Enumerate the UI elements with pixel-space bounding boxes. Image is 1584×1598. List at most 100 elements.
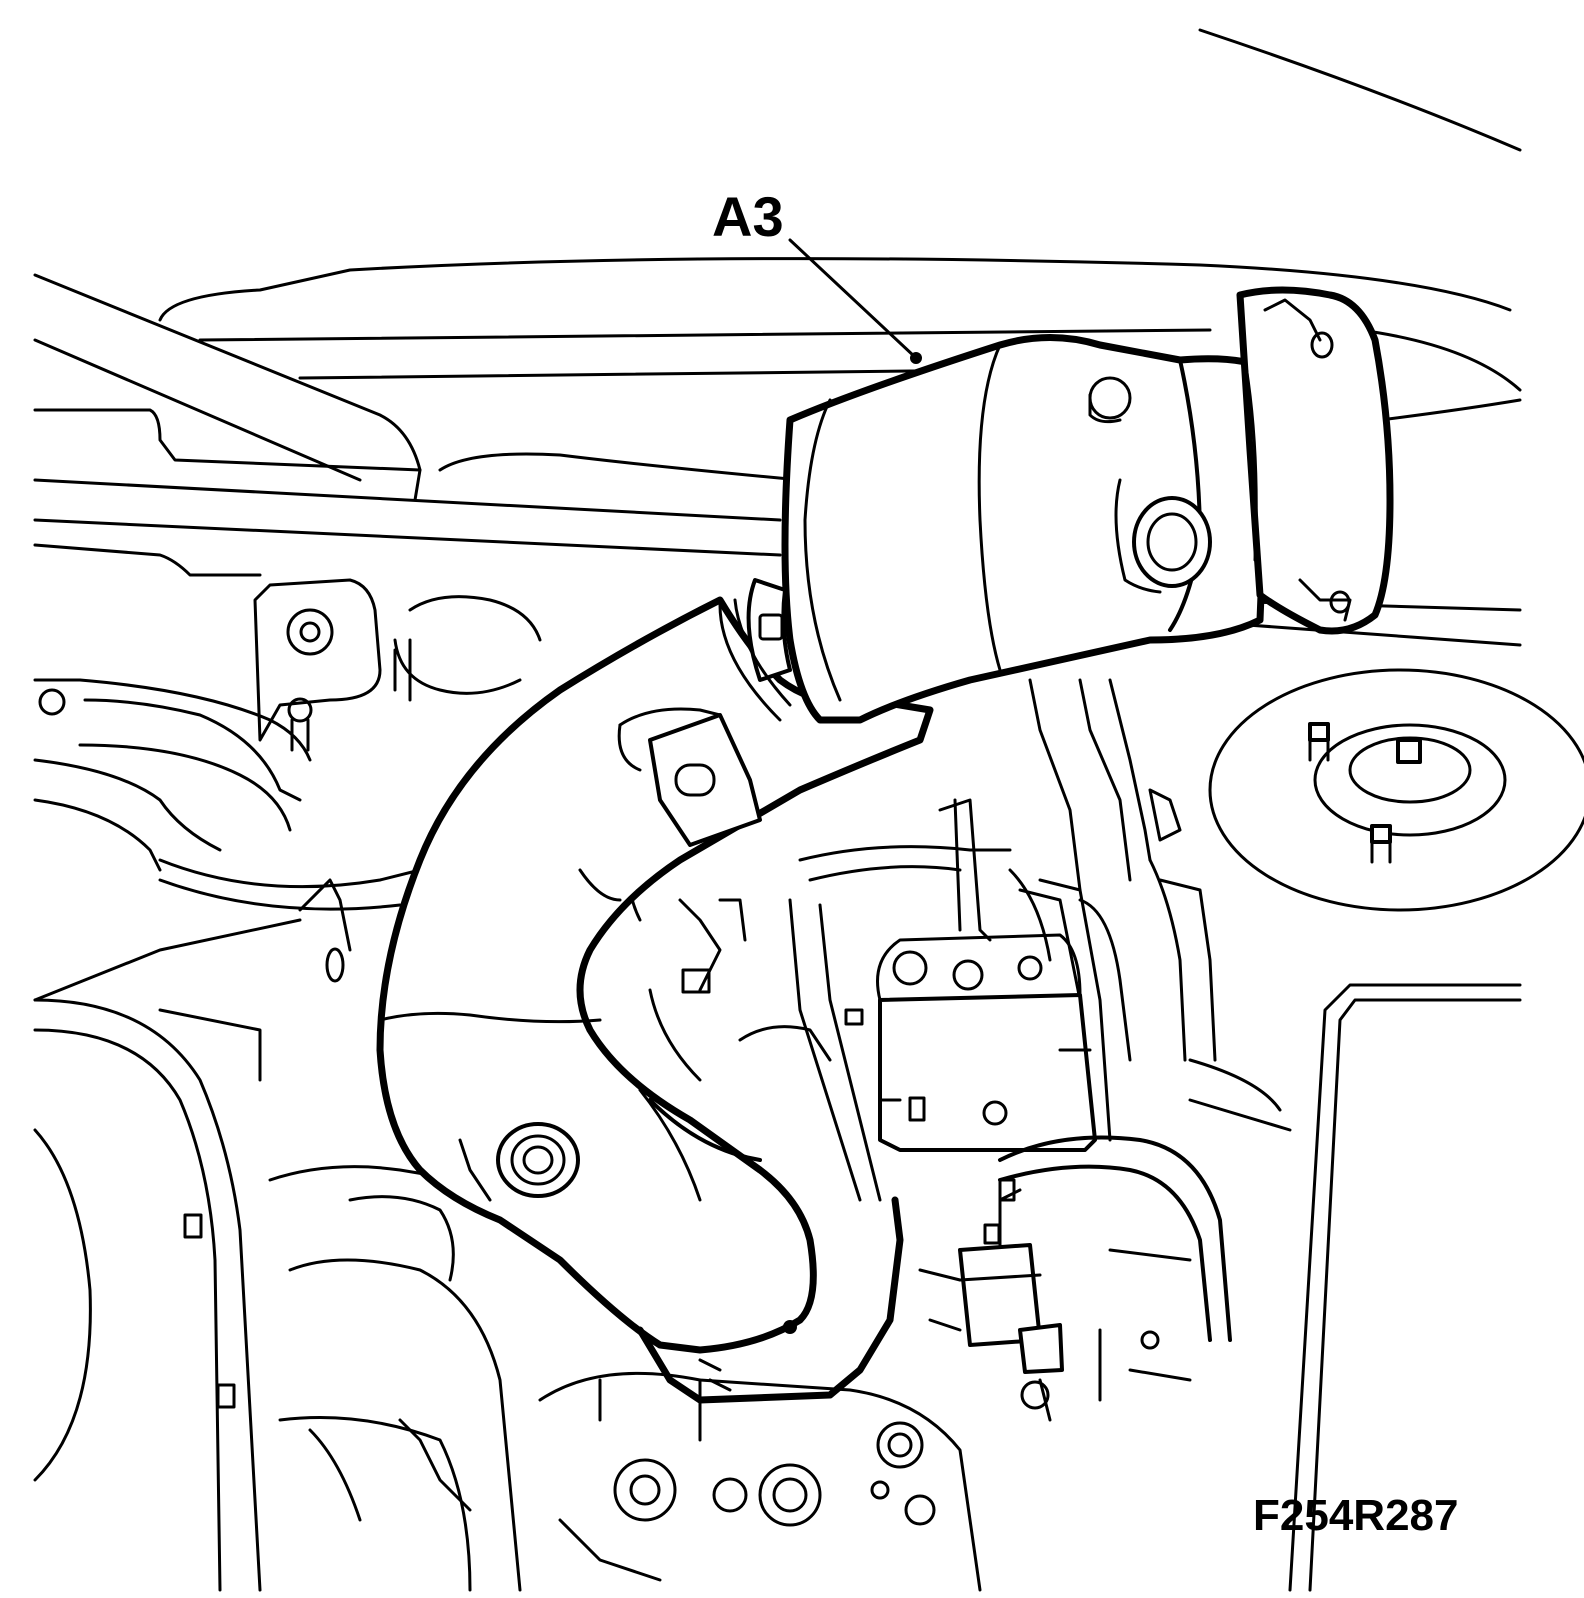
left-lower-frame-inner (33, 1028, 222, 1592)
right-hose-1 (998, 1135, 1232, 1342)
outlet-lip (1114, 478, 1162, 594)
bracket-weld-dot (783, 1320, 797, 1334)
engine-port-4-inner (887, 1432, 913, 1458)
engine-port-1-inner (629, 1474, 661, 1506)
left-bracket-hole-outer (286, 608, 334, 656)
left-bolt (38, 688, 66, 716)
brake-pipe-5 (938, 798, 992, 942)
connector-wire (1038, 1378, 1052, 1422)
cowl-right-line (1378, 398, 1522, 422)
converter-outlet-outer (1132, 496, 1212, 588)
lower-sensor (398, 1418, 472, 1512)
inlet-clamp-bands (718, 598, 792, 722)
abs-modulator (878, 993, 1097, 1152)
flange-stud (458, 1138, 492, 1202)
brake-pipe-7 (1008, 868, 1052, 962)
right-fender-inner-2 (1308, 998, 1522, 1592)
mid-small-clip (844, 1008, 864, 1026)
inlet-clamp (746, 578, 792, 682)
mid-curve (648, 988, 702, 1082)
left-diagonal (33, 918, 302, 1002)
callout-label-a3: A3 (712, 185, 784, 248)
cross-member-top (33, 408, 422, 472)
engine-port-2 (712, 1477, 748, 1513)
engine-port-6 (870, 1480, 890, 1500)
right-hose-vertical-3 (1108, 678, 1152, 862)
mid-connector (681, 968, 711, 994)
brake-pipe-4 (818, 903, 882, 1202)
clamp-ends (393, 638, 412, 702)
mid-left-slot (325, 947, 345, 983)
outlet-flange (1236, 286, 1394, 635)
right-lower-hole (1140, 1330, 1160, 1350)
cowl-right-curve (1358, 328, 1522, 392)
downpipe-seam (378, 1011, 602, 1024)
connector-clip-2 (983, 1223, 1001, 1245)
strut-bolt-1 (1308, 722, 1330, 742)
bracket-slot (674, 763, 716, 797)
engine-port-3-inner (772, 1477, 808, 1513)
right-hose-vertical-6 (1078, 898, 1132, 1062)
inlet-clamp-bolt (758, 613, 784, 641)
flange-upper-tab (1263, 298, 1322, 342)
converter-outlet-mid (1146, 512, 1198, 572)
bracket-detail (698, 1358, 732, 1392)
strut-bolt-2-stem (1370, 840, 1392, 864)
right-mid-line (1188, 1058, 1282, 1112)
strut-tower-outer (1208, 668, 1584, 912)
left-bracket-hole-inner (299, 621, 321, 643)
left-hose-3 (33, 758, 222, 852)
engine-block-top (538, 1371, 982, 1592)
abs-modulator-top (876, 933, 1082, 1002)
mid-pipe (738, 1025, 832, 1062)
sensor-port-detail (1088, 393, 1122, 424)
downpipe-flange-edge (648, 1098, 762, 1162)
left-box (158, 1008, 262, 1082)
abs-edges (878, 1048, 1092, 1102)
right-mid-line-2 (1188, 1098, 1292, 1132)
left-lower-frame (33, 998, 262, 1592)
lower-plate-top (268, 1165, 462, 1182)
brake-pipe-9 (1038, 878, 1112, 1142)
wiper-arm-lower (33, 338, 362, 482)
ball-joint (287, 697, 313, 723)
cross-member-mid (33, 478, 782, 522)
connector-plug (1018, 1323, 1064, 1374)
cowl-vent-line (438, 452, 802, 482)
left-bracket (253, 578, 382, 742)
hood-edge (1198, 28, 1522, 152)
ball-joint-stem (290, 718, 310, 752)
cowl-top-edge (158, 257, 1512, 322)
right-hose-vertical-1 (1028, 678, 1082, 892)
engine-port-1-outer (613, 1458, 677, 1522)
mid-left-bracket (298, 878, 352, 952)
left-round-part (33, 1128, 92, 1482)
lower-flange (348, 1195, 455, 1282)
engine-port-5 (904, 1494, 936, 1526)
lower-disc-inner (278, 1416, 472, 1592)
brake-pipe-1 (798, 845, 1012, 862)
flange-upper-bolt-hole (1310, 331, 1334, 359)
engine-lower-edge (558, 1518, 662, 1582)
mid-clip (718, 898, 747, 942)
connector-clip-1 (998, 1178, 1016, 1202)
figure-id: F254R287 (1253, 1491, 1458, 1540)
right-fender-inner (1288, 983, 1522, 1592)
left-clip-1 (183, 1213, 203, 1239)
right-hose-vertical-5 (1158, 878, 1217, 1062)
downpipe-flange-hole-outer (496, 1122, 580, 1198)
strut-bolt-1-stem (1308, 738, 1330, 762)
abs-port-2 (952, 959, 984, 991)
cowl-line-1 (198, 328, 1212, 342)
left-hose-1-bottom (83, 698, 302, 802)
engine-ribs (598, 1378, 702, 1442)
brake-pipe-6 (953, 798, 962, 932)
converter-seam-left (803, 398, 842, 702)
left-hose-2 (78, 743, 292, 832)
strut-bolt-2 (1370, 824, 1392, 844)
right-hose-vertical-4 (1148, 858, 1187, 1062)
right-hose-2 (998, 1164, 1212, 1342)
callout-leader-line (788, 238, 917, 359)
